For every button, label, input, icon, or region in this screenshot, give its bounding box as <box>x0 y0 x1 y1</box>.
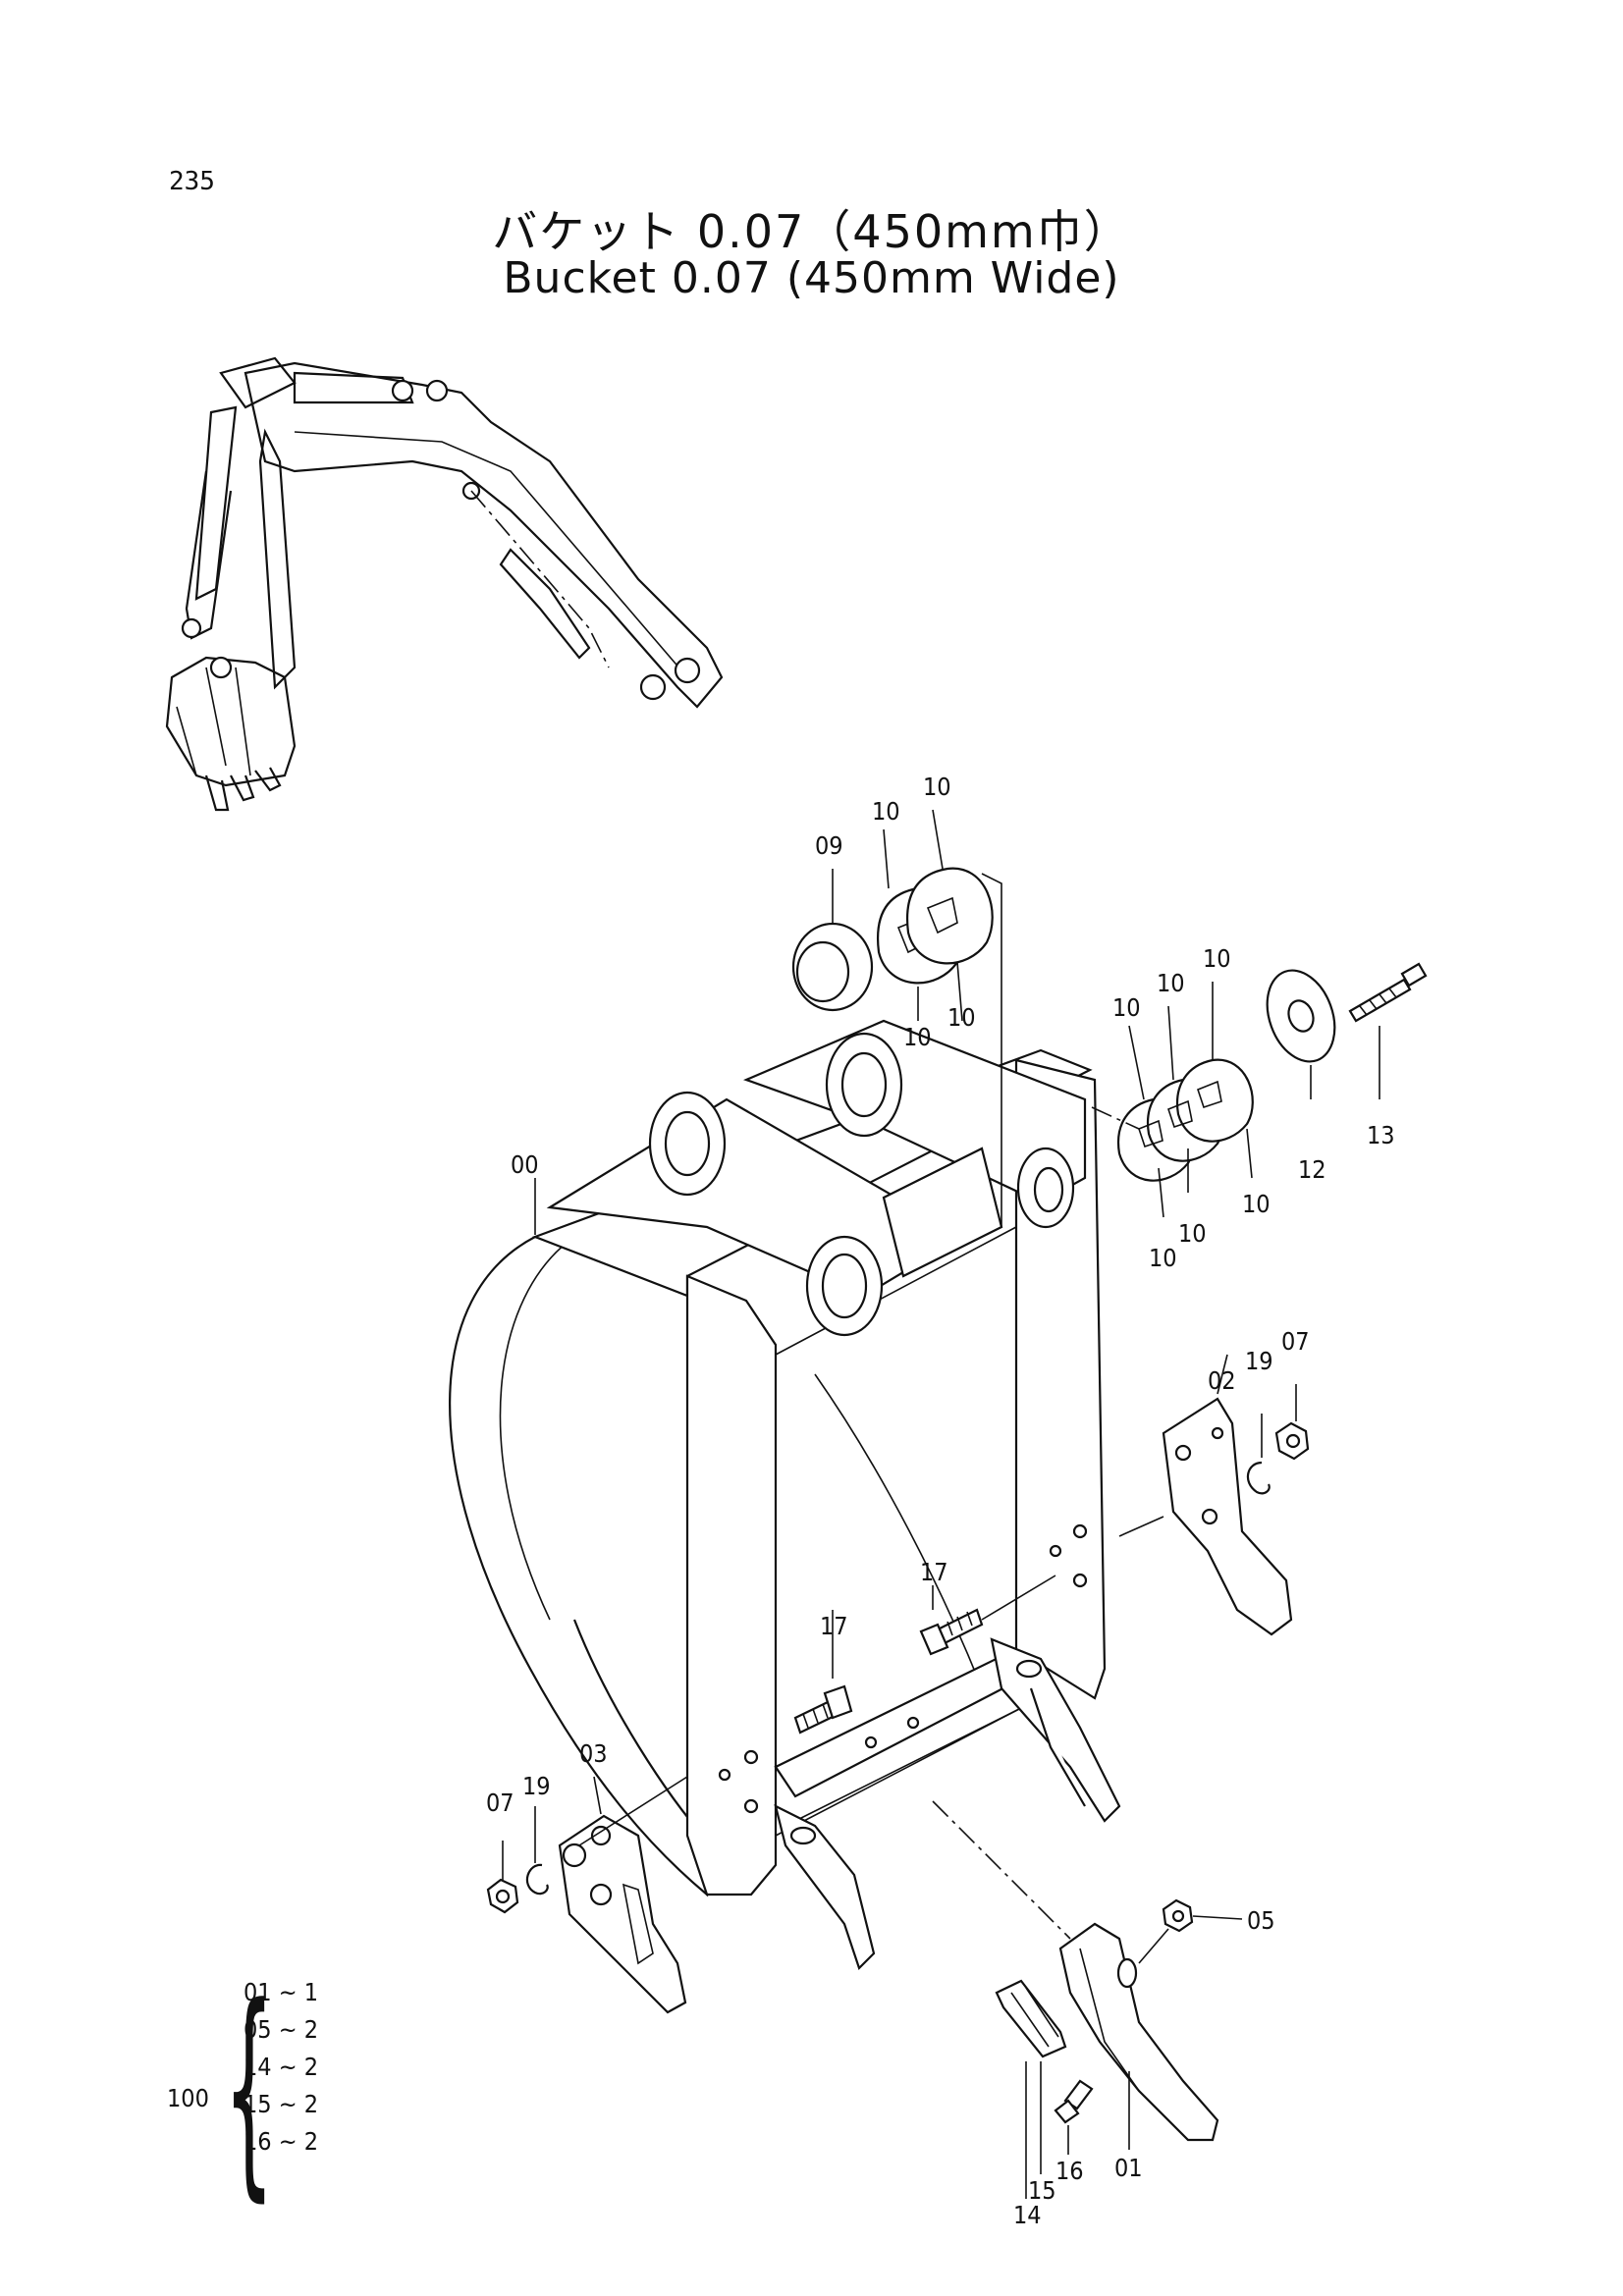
kit-item: 01 ~ 1 <box>243 1978 319 2006</box>
label-09: 09 <box>815 831 843 860</box>
page-number: 235 <box>169 167 215 196</box>
label-10-d: 10 <box>947 1003 976 1032</box>
excavator-arm-thumbnail <box>165 356 724 812</box>
title-japanese: バケット 0.07（450mm巾） <box>492 205 1131 258</box>
side-cutter-03 <box>558 1814 687 2014</box>
label-10-j: 10 <box>1242 1190 1271 1218</box>
leader-lines <box>502 809 1380 2199</box>
title-english: Bucket 0.07 (450mm Wide) <box>503 253 1120 303</box>
label-10-b: 10 <box>923 773 951 801</box>
leader-right-pin <box>1091 1106 1140 1130</box>
tooth-01 <box>1058 1922 1219 2142</box>
label-17-upper: 17 <box>920 1558 948 1586</box>
label-01: 01 <box>1114 2154 1143 2182</box>
shims-right <box>1116 1058 1254 1182</box>
label-07-left: 07 <box>486 1789 514 1817</box>
label-19-right: 19 <box>1245 1347 1273 1375</box>
kit-item: 14 ~ 2 <box>243 2053 319 2081</box>
pin-09 <box>791 922 874 1012</box>
label-12: 12 <box>1298 1155 1326 1184</box>
label-07-right: 07 <box>1281 1327 1310 1356</box>
label-19-left: 19 <box>522 1772 551 1800</box>
label-10-e: 10 <box>1112 993 1141 1022</box>
kit-item: 15 ~ 2 <box>243 2090 319 2118</box>
label-00: 00 <box>511 1150 539 1179</box>
kit-brace: { <box>224 1959 275 2221</box>
leader-tooth-centerline <box>932 1800 1071 1940</box>
nut-07-left <box>486 1878 519 1914</box>
label-10-a: 10 <box>872 797 900 826</box>
leader-bolt-17-upper <box>981 1575 1056 1621</box>
label-10-f: 10 <box>1157 969 1185 997</box>
pin-16 <box>1054 2079 1094 2124</box>
shims-upper <box>876 867 994 985</box>
label-14: 14 <box>1013 2201 1042 2229</box>
leader-nut-05 <box>1192 1915 1243 1920</box>
part-labels: 00 01 02 03 05 07 07 09 10 10 10 10 10 1… <box>486 773 1395 2229</box>
label-13: 13 <box>1367 1121 1395 1149</box>
label-10-c: 10 <box>903 1023 932 1051</box>
label-16: 16 <box>1055 2157 1084 2185</box>
label-10-g: 10 <box>1203 944 1231 973</box>
washer-19-left <box>525 1863 549 1896</box>
kit-number: 100 <box>167 2084 209 2112</box>
side-cutter-02 <box>1162 1397 1293 1636</box>
label-17-lower: 17 <box>820 1612 848 1640</box>
adapter-14-15 <box>995 1979 1067 2058</box>
label-15: 15 <box>1028 2176 1056 2205</box>
bolt-13 <box>1348 962 1428 1023</box>
label-10-i: 10 <box>1178 1219 1207 1248</box>
washer-12 <box>1266 969 1336 1063</box>
label-03: 03 <box>579 1739 608 1768</box>
bolt-17-upper <box>919 1608 984 1656</box>
label-02: 02 <box>1208 1366 1236 1395</box>
label-05: 05 <box>1247 1906 1275 1935</box>
washer-19-right <box>1246 1461 1271 1495</box>
bolt-17-lower <box>793 1684 853 1735</box>
label-10-h: 10 <box>1149 1244 1177 1272</box>
kit-item: 05 ~ 2 <box>243 2015 319 2044</box>
bucket-body <box>449 1019 1121 1971</box>
nut-07-right <box>1274 1421 1310 1461</box>
kit-item: 16 ~ 2 <box>243 2127 319 2156</box>
nut-05 <box>1162 1898 1194 1933</box>
leader-side-cutter-left <box>578 1776 688 1846</box>
leader-shim-upper <box>981 873 1002 1227</box>
leader-nut-05-to-tooth <box>1138 1928 1169 1964</box>
leader-side-cutter-right <box>1118 1516 1164 1537</box>
